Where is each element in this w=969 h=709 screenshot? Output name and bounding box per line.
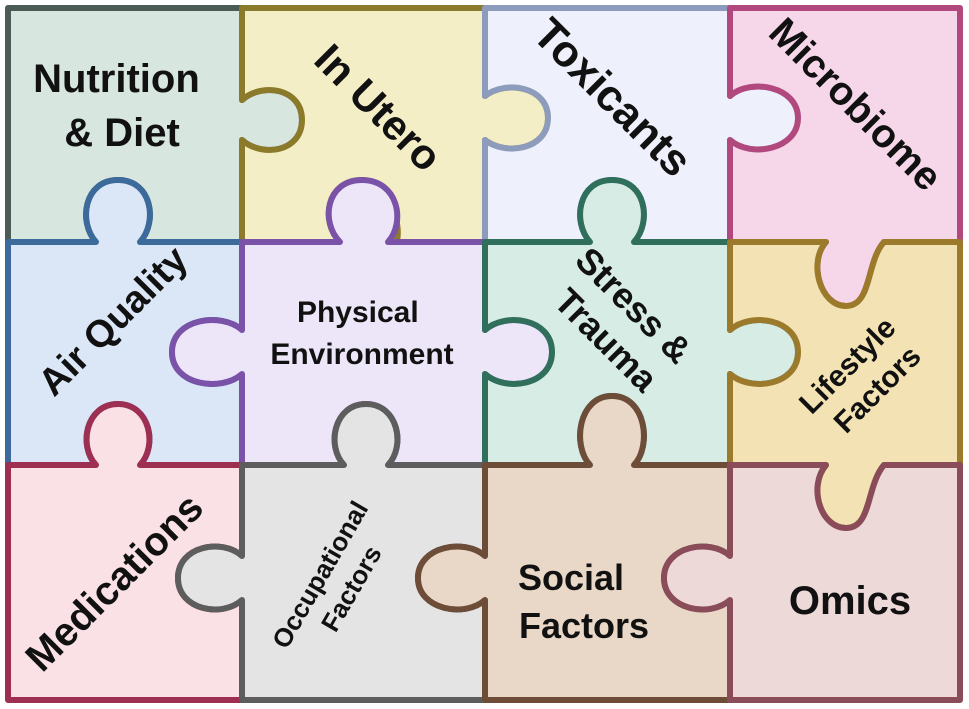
svg-text:Physical Environment: Physical Environment (270, 296, 453, 371)
piece-medications: Medications (5, 401, 245, 703)
piece-physical-environment-line-2: Environment (270, 338, 453, 371)
piece-nutrition-diet-line-1: Nutrition (33, 57, 200, 101)
piece-air-quality: Air Quality (5, 177, 245, 468)
piece-omics-line-1: Omics (789, 579, 911, 623)
piece-in-utero: In Utero (239, 5, 551, 248)
piece-social-factors-line-1: Social (518, 557, 624, 598)
piece-lifestyle-factors: Lifestyle Factors (727, 239, 963, 531)
svg-text:Nutrition & Diet: Nutrition & Diet (33, 57, 211, 155)
svg-text:Social Factors: Social Factors (518, 557, 649, 646)
piece-stress-trauma: Stress & Trauma (482, 177, 801, 468)
piece-social-factors-line-2: Factors (519, 605, 649, 646)
piece-nutrition-diet-line-2: & Diet (64, 111, 180, 155)
piece-omics-shape (661, 462, 963, 703)
piece-physical-environment-line-1: Physical (297, 296, 419, 329)
svg-text:Omics: Omics (789, 579, 911, 623)
piece-occupational-factors: Occupational Factors (175, 401, 488, 703)
piece-omics: Omics (661, 462, 963, 703)
